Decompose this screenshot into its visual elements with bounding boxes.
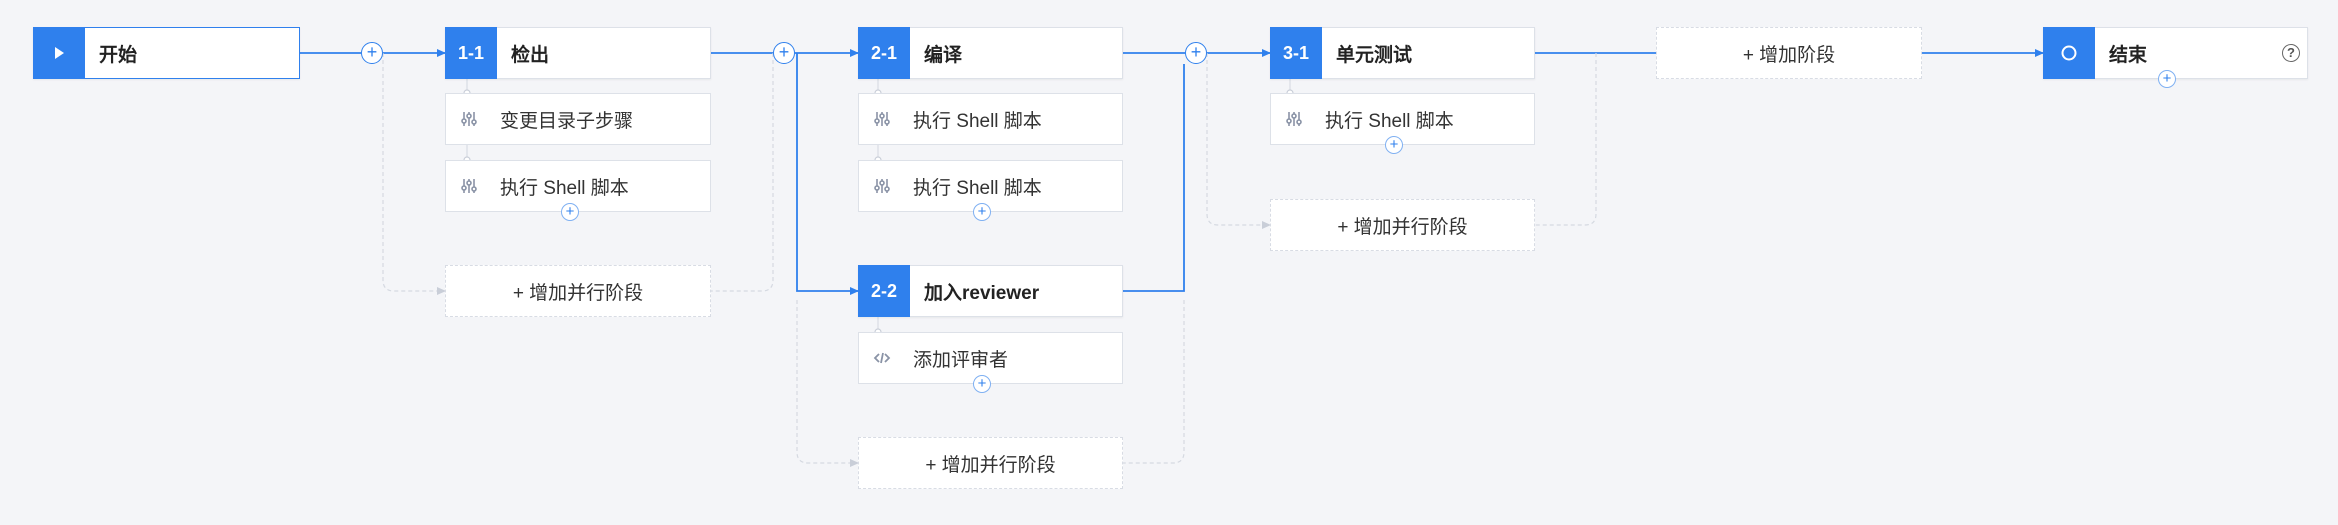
add-parallel-stage-button[interactable]: + 增加并行阶段 (858, 437, 1123, 489)
add-stage-plus-icon[interactable]: + (773, 42, 795, 64)
sliders-icon (1285, 110, 1305, 128)
add-step-plus-icon[interactable]: + (973, 203, 991, 221)
help-icon[interactable]: ? (2282, 44, 2300, 62)
stage-id-badge: 1-1 (445, 27, 497, 79)
stage-card[interactable]: 3-1 单元测试 (1270, 27, 1535, 79)
end-label: 结束 (2109, 44, 2148, 66)
sliders-icon (460, 177, 480, 195)
add-stage-plus-icon[interactable]: + (1185, 42, 1207, 64)
step-item[interactable]: 执行 Shell 脚本 (858, 160, 1123, 212)
play-icon (33, 27, 85, 79)
step-item[interactable]: 执行 Shell 脚本 (858, 93, 1123, 145)
stage-title: 编译 (924, 44, 963, 66)
add-parallel-stage-button[interactable]: + 增加并行阶段 (445, 265, 711, 317)
sliders-icon (873, 110, 893, 128)
add-step-plus-icon[interactable]: + (1385, 136, 1403, 154)
stage-title: 单元测试 (1336, 44, 1413, 66)
step-label: 执行 Shell 脚本 (500, 177, 629, 199)
circle-icon (2043, 27, 2095, 79)
step-label: 执行 Shell 脚本 (913, 110, 1042, 132)
start-label: 开始 (99, 44, 138, 66)
add-step-plus-icon[interactable]: + (561, 203, 579, 221)
sliders-icon (873, 177, 893, 195)
add-stage-plus-icon[interactable]: + (361, 42, 383, 64)
code-icon (873, 349, 893, 367)
stage-id-badge: 2-1 (858, 27, 910, 79)
add-step-plus-icon[interactable]: + (973, 375, 991, 393)
step-item[interactable]: 变更目录子步骤 (445, 93, 711, 145)
step-label: 执行 Shell 脚本 (1325, 110, 1454, 132)
step-item[interactable]: 执行 Shell 脚本 (445, 160, 711, 212)
stage-card[interactable]: 1-1 检出 (445, 27, 711, 79)
stage-card[interactable]: 2-2 加入reviewer (858, 265, 1123, 317)
stage-id-badge: 3-1 (1270, 27, 1322, 79)
step-label: 执行 Shell 脚本 (913, 177, 1042, 199)
step-label: 变更目录子步骤 (500, 110, 634, 132)
add-step-plus-icon[interactable]: + (2158, 70, 2176, 88)
step-label: 添加评审者 (913, 349, 1009, 371)
start-node[interactable]: 开始 (33, 27, 300, 79)
stage-title: 检出 (511, 44, 550, 66)
add-stage-button[interactable]: + 增加阶段 (1656, 27, 1922, 79)
stage-id-badge: 2-2 (858, 265, 910, 317)
stage-title: 加入reviewer (924, 282, 1040, 304)
end-node[interactable]: 结束 (2043, 27, 2308, 79)
sliders-icon (460, 110, 480, 128)
step-item[interactable]: 添加评审者 (858, 332, 1123, 384)
step-item[interactable]: 执行 Shell 脚本 (1270, 93, 1535, 145)
add-parallel-stage-button[interactable]: + 增加并行阶段 (1270, 199, 1535, 251)
stage-card[interactable]: 2-1 编译 (858, 27, 1123, 79)
